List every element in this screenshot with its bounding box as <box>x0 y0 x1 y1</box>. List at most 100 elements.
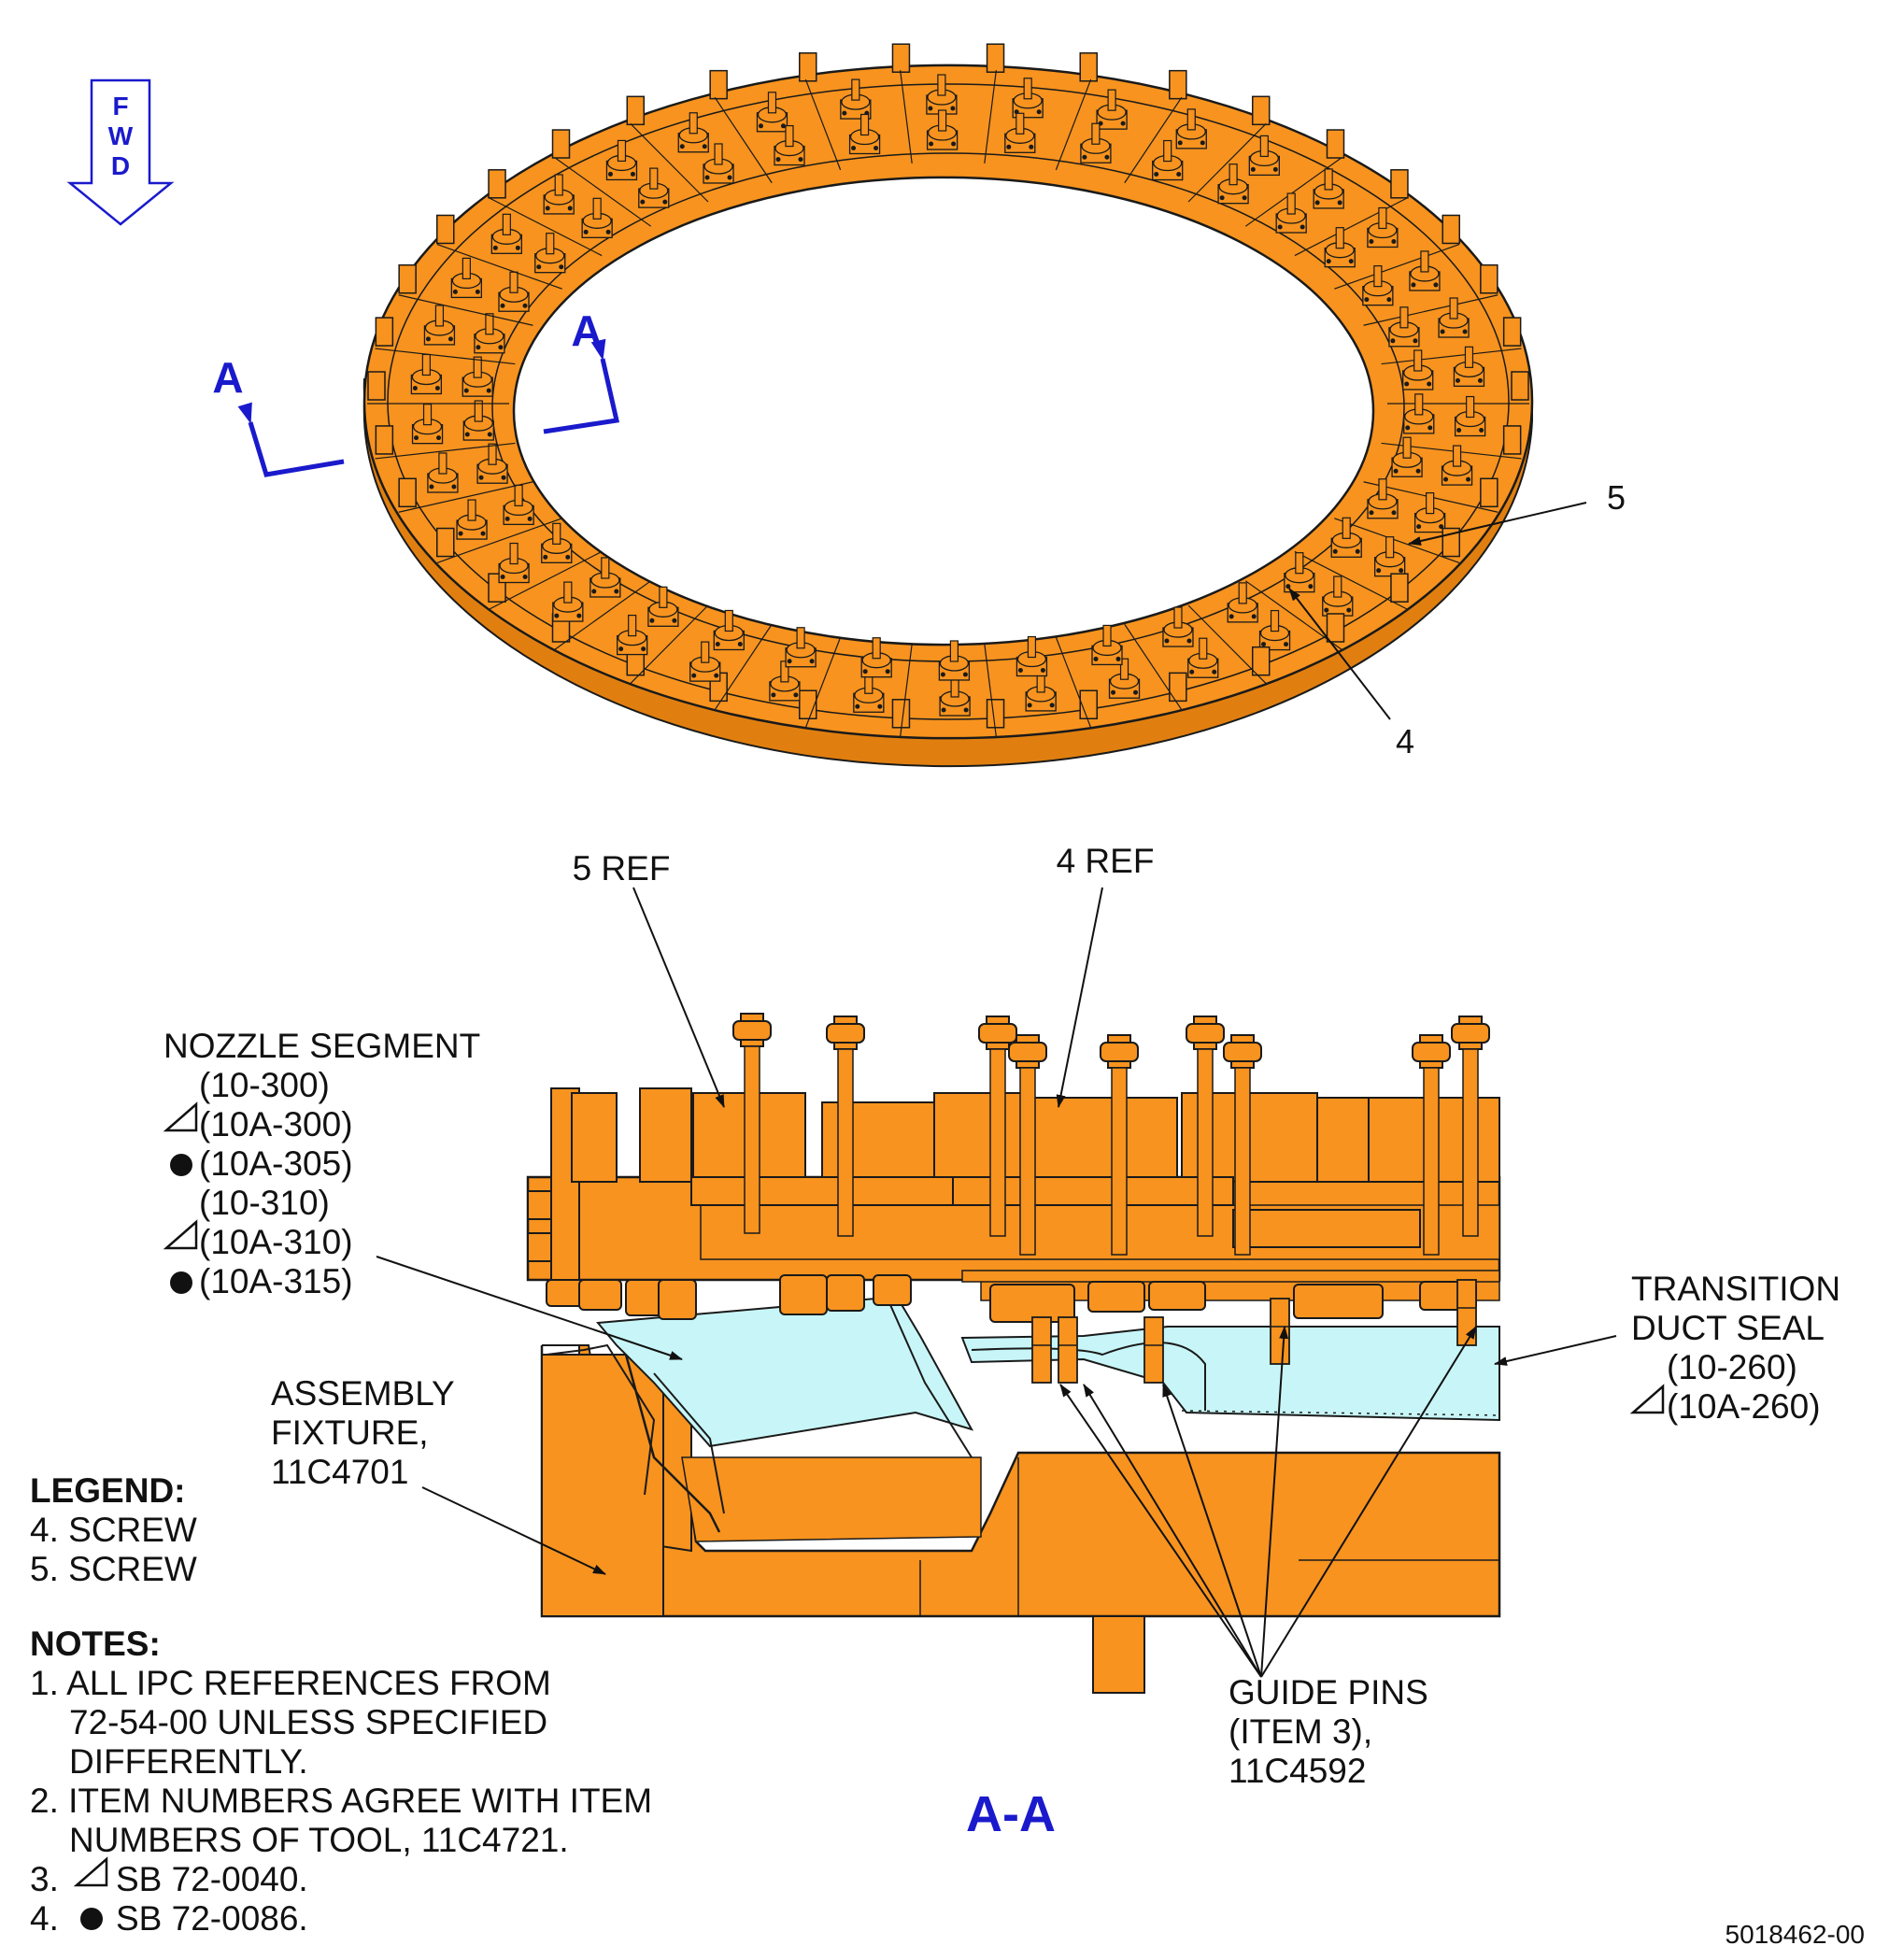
guide-pin-icon <box>1456 1279 1477 1346</box>
nozzle-segment-block <box>571 1092 618 1183</box>
ring-tab-icon <box>1169 69 1187 100</box>
sb-0086-symbol-icon <box>80 1908 103 1930</box>
ring-tab-icon <box>986 699 1005 729</box>
ring-tab-icon <box>1442 214 1460 245</box>
note-4-number: 4. <box>30 1899 59 1938</box>
section-screw-pins <box>732 1013 1490 1256</box>
ring-tab-icon <box>1480 263 1498 294</box>
guide-pins-line-1: GUIDE PINS <box>1229 1673 1428 1711</box>
notes: NOTES: 1. ALL IPC REFERENCES FROM 72-54-… <box>30 1625 652 1938</box>
guide-pins-line-2: (ITEM 3), <box>1229 1712 1372 1751</box>
ring-tab-icon <box>1326 129 1345 159</box>
fixture-pad <box>779 1274 828 1315</box>
fwd-letter-w: W <box>108 121 134 150</box>
transition-duct-seal-shape <box>960 1326 1500 1422</box>
legend-item-5: 5. SCREW <box>30 1550 197 1588</box>
assembly-fixture-label: ASSEMBLY FIXTURE, 11C4701 <box>271 1374 455 1491</box>
nozzle-segment-block <box>1232 1209 1421 1248</box>
ring-tab-icon <box>436 527 455 558</box>
nozzle-segment-line-5: (10A-310) <box>199 1223 353 1261</box>
section-pads <box>546 1274 1477 1323</box>
section-title: A-A <box>966 1786 1056 1842</box>
transition-duct-seal-title-1: TRANSITION <box>1631 1270 1840 1308</box>
nozzle-segment-block <box>1316 1097 1370 1183</box>
guide-pin-icon <box>1058 1316 1078 1384</box>
fixture-pad <box>658 1279 697 1320</box>
note-1-line-1: 1. ALL IPC REFERENCES FROM <box>30 1664 551 1702</box>
fwd-arrow-icon: F W D <box>66 78 175 226</box>
ring-tab-icon <box>1079 689 1098 719</box>
ring-tab-icon <box>375 425 394 455</box>
ring-tab-icon <box>986 43 1005 73</box>
ref4-leader <box>1056 887 1103 1108</box>
fwd-letter-f: F <box>112 92 128 121</box>
ring-tab-icon <box>1079 52 1098 82</box>
nozzle-segment-line-2: (10A-300) <box>199 1105 353 1143</box>
nozzle-segment-title: NOZZLE SEGMENT <box>163 1027 480 1065</box>
note-3-text: SB 72-0040. <box>116 1860 308 1898</box>
nozzle-segment-block <box>690 1176 954 1206</box>
ring-tab-icon <box>436 214 455 245</box>
ref4-label: 4 REF <box>1057 842 1155 880</box>
assembly-fixture-line-1: ASSEMBLY <box>271 1374 455 1413</box>
note-2-line-1: 2. ITEM NUMBERS AGREE WITH ITEM <box>30 1782 652 1820</box>
figure-id: 5018462-00 <box>1726 1920 1865 1949</box>
ring-tab-icon <box>1169 672 1187 703</box>
section-marker-left: A <box>212 353 345 477</box>
note-1-line-3: DIFFERENTLY. <box>69 1742 308 1781</box>
ring-tab-icon <box>891 699 911 729</box>
ring-tab-icon <box>367 371 386 401</box>
fixture-pad <box>1148 1281 1206 1311</box>
section-marker-right-label: A <box>571 306 602 355</box>
nozzle-segment-line-3: (10A-305) <box>199 1144 353 1183</box>
guide-pins-line-3: 11C4592 <box>1229 1752 1366 1790</box>
fixture-pad <box>578 1279 622 1311</box>
ring-tab-icon <box>375 317 394 347</box>
nozzle-segment-block <box>933 1092 1029 1183</box>
nozzle-segment-line-4: (10-310) <box>199 1184 330 1222</box>
callout-4: 4 <box>1288 588 1414 760</box>
guide-pin-icon <box>1031 1316 1052 1384</box>
ring-tab-icon <box>1502 425 1522 455</box>
sb-0040-symbol-icon <box>163 1101 198 1132</box>
guide-pin-icon <box>1270 1298 1290 1365</box>
ref5-label: 5 REF <box>573 849 671 888</box>
nozzle-segment-line-1: (10-300) <box>199 1066 330 1104</box>
fwd-letter-d: D <box>111 151 130 180</box>
ring-segment-details <box>367 43 1529 737</box>
ring-tab-icon <box>1326 613 1345 643</box>
transition-duct-seal-label: TRANSITION DUCT SEAL (10-260) (10A-260) <box>1629 1270 1840 1426</box>
notes-title: NOTES: <box>30 1625 161 1663</box>
fixture-pad <box>989 1284 1075 1323</box>
note-3-number: 3. <box>30 1860 59 1898</box>
nozzle-ring-assembly <box>362 43 1534 768</box>
sb-0040-symbol-icon <box>163 1219 198 1250</box>
note-4-text: SB 72-0086. <box>116 1899 308 1938</box>
ring-tab-icon <box>1251 646 1271 676</box>
ring-tab-icon <box>398 263 417 294</box>
section-aa-view <box>526 1013 1501 1694</box>
nozzle-segment-line-6: (10A-315) <box>199 1262 353 1300</box>
ring-tab-icon <box>551 129 571 159</box>
fixture-pad <box>826 1274 865 1312</box>
ring-tab-icon <box>891 43 911 73</box>
fixture-pad <box>873 1274 912 1306</box>
section-marker-right: A <box>543 306 620 434</box>
note-2-line-2: NUMBERS OF TOOL, 11C4721. <box>69 1821 569 1859</box>
transition-duct-seal-line-1: (10-260) <box>1667 1348 1797 1386</box>
nozzle-segment-block <box>1027 1097 1178 1183</box>
ring-tab-icon <box>626 95 646 126</box>
note-1-line-2: 72-54-00 UNLESS SPECIFIED <box>69 1703 547 1741</box>
callout-4-label: 4 <box>1396 722 1414 760</box>
sb-0040-symbol-icon <box>1629 1384 1665 1414</box>
transition-duct-seal-title-2: DUCT SEAL <box>1631 1309 1825 1347</box>
ring-tab-icon <box>799 689 817 719</box>
guide-pins-label: GUIDE PINS (ITEM 3), 11C4592 <box>1229 1673 1428 1790</box>
sb-0086-symbol-icon <box>170 1271 192 1294</box>
section-marker-left-label: A <box>212 353 243 402</box>
seal-leader <box>1494 1335 1617 1366</box>
transition-duct-seal-line-2: (10A-260) <box>1667 1387 1821 1426</box>
legend-title: LEGEND: <box>30 1471 186 1510</box>
legend: LEGEND: 4. SCREW 5. SCREW <box>30 1471 197 1588</box>
